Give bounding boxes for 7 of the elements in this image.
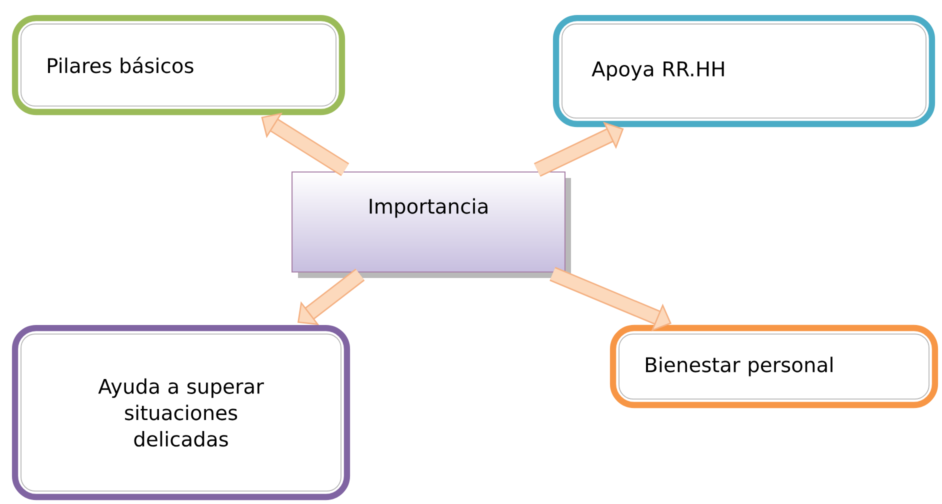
block-arrow [261,112,350,176]
block-arrow [534,122,624,177]
rounded-box: Ayuda a superar situaciones delicadas [12,324,350,500]
rounded-box: Apoya RR.HH [552,14,936,128]
rounded-box: Bienestar personal [610,324,938,408]
rounded-box: Pilares básicos [12,14,346,116]
process-box: Importancia [292,171,571,278]
